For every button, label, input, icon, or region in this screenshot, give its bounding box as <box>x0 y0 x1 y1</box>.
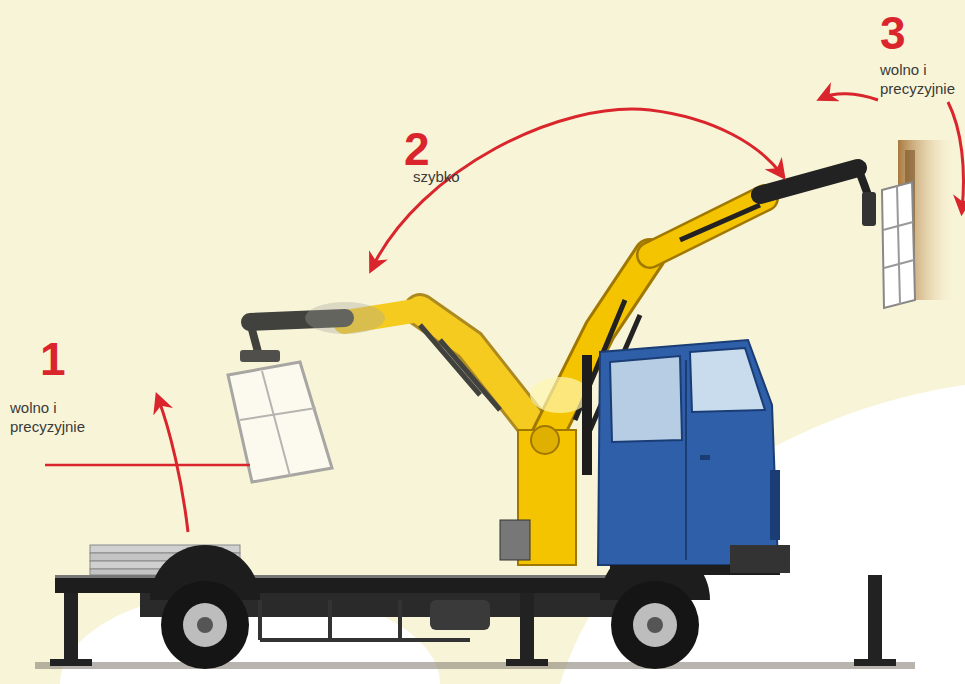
cab-grille <box>770 470 780 540</box>
wheel <box>161 581 249 669</box>
crane-extension <box>760 168 858 195</box>
ground-shadow <box>35 662 915 669</box>
stabilizer-foot <box>854 659 896 666</box>
crane-rotator <box>858 168 868 195</box>
door-handle <box>700 455 710 460</box>
motion-note: szybko <box>413 167 460 186</box>
wheel-rim <box>633 603 677 647</box>
flatbed-edge <box>55 575 615 578</box>
motion-flash <box>530 377 590 413</box>
hydraulic-cylinder <box>420 325 500 410</box>
cab-windshield <box>690 348 765 412</box>
front-bumper <box>730 545 790 573</box>
motion-arrow <box>948 102 963 210</box>
wheel-hub <box>647 617 663 633</box>
callout-number: 2 <box>404 126 430 172</box>
vacuum-gripper <box>862 192 876 226</box>
motion-arrow <box>372 109 782 268</box>
stabilizer-foot <box>506 659 548 666</box>
window-mullion <box>240 371 316 476</box>
wheel-rim <box>183 603 227 647</box>
stabilizer-leg <box>868 575 882 661</box>
control-panel <box>500 520 530 560</box>
level-line <box>45 464 250 467</box>
stabilizer-foot <box>50 659 92 666</box>
fuel-tank <box>430 600 490 630</box>
motion-arrow <box>822 94 878 100</box>
window-frame <box>882 182 915 308</box>
stabilizer-leg <box>64 593 78 661</box>
motion-note: wolno i precyzyjnie <box>10 398 122 436</box>
cab-door-line <box>685 360 687 560</box>
wheel <box>611 581 699 669</box>
motion-note: wolno i precyzyjnie <box>880 60 962 98</box>
window-mullion <box>883 186 914 304</box>
vacuum-gripper <box>240 350 280 362</box>
crane-rotator <box>250 322 258 352</box>
exhaust-stack <box>582 355 592 475</box>
flatbed <box>55 575 615 593</box>
crane-ghost-position <box>228 302 545 482</box>
wheel-hub <box>197 617 213 633</box>
callout-number: 3 <box>880 10 906 56</box>
crane-boom <box>420 310 545 440</box>
truck-cab <box>598 340 778 565</box>
motion-blur <box>305 302 385 334</box>
cab-side-window <box>610 356 682 442</box>
callout-number: 1 <box>40 336 66 382</box>
stabilizer-leg <box>520 593 534 661</box>
crane-boom-outline <box>420 310 545 440</box>
crane-pivot <box>531 426 559 454</box>
motion-arrow <box>158 398 188 532</box>
